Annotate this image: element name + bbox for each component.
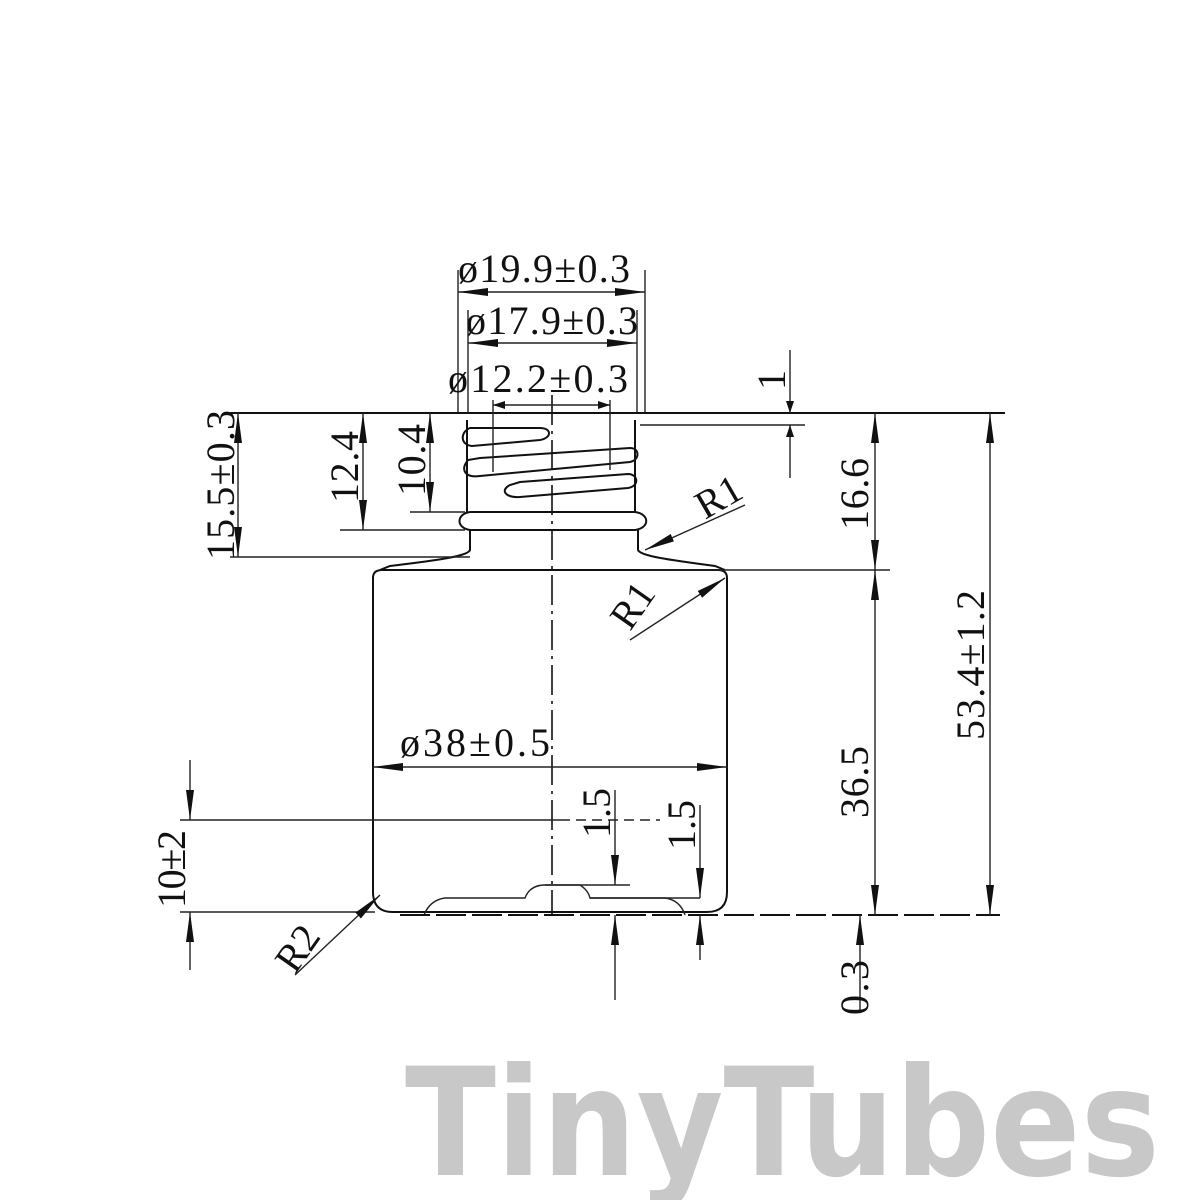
total-height-label: 53.4±1.2 (948, 590, 993, 740)
body-dia-label: ø38±0.5 (400, 720, 550, 765)
dimension-lines (186, 288, 994, 1010)
neck-height-label: 15.5±0.3 (198, 410, 243, 560)
base-radius-label: R2 (266, 916, 330, 980)
punt-depth-2-label: 1.5 (659, 800, 704, 850)
thread-dia-label: ø17.9±0.3 (466, 298, 638, 343)
collar-height-label: 12.4 (322, 431, 367, 503)
thread-height-label: 10.4 (389, 424, 434, 496)
watermark-logo: TinyTubes (405, 1037, 1160, 1200)
lip-offset-label: 1 (749, 370, 794, 390)
base-gap-label: 0.3 (832, 960, 877, 1015)
label-zone-label: 10±2 (149, 830, 194, 908)
neck-radius-label: R1 (687, 465, 750, 527)
dimension-labels: ø19.9±0.3 ø17.9±0.3 ø12.2±0.3 15.5±0.3 1… (149, 246, 993, 1015)
neck-outer-dia-label: ø19.9±0.3 (458, 246, 630, 291)
punt-depth-1-label: 1.5 (574, 788, 619, 838)
body-height-label: 36.5 (832, 746, 877, 818)
bore-dia-label: ø12.2±0.3 (448, 356, 628, 401)
shoulder-radius-label: R1 (601, 573, 665, 637)
shoulder-to-top-label: 16.6 (832, 458, 877, 530)
bottle-outline (372, 420, 728, 916)
